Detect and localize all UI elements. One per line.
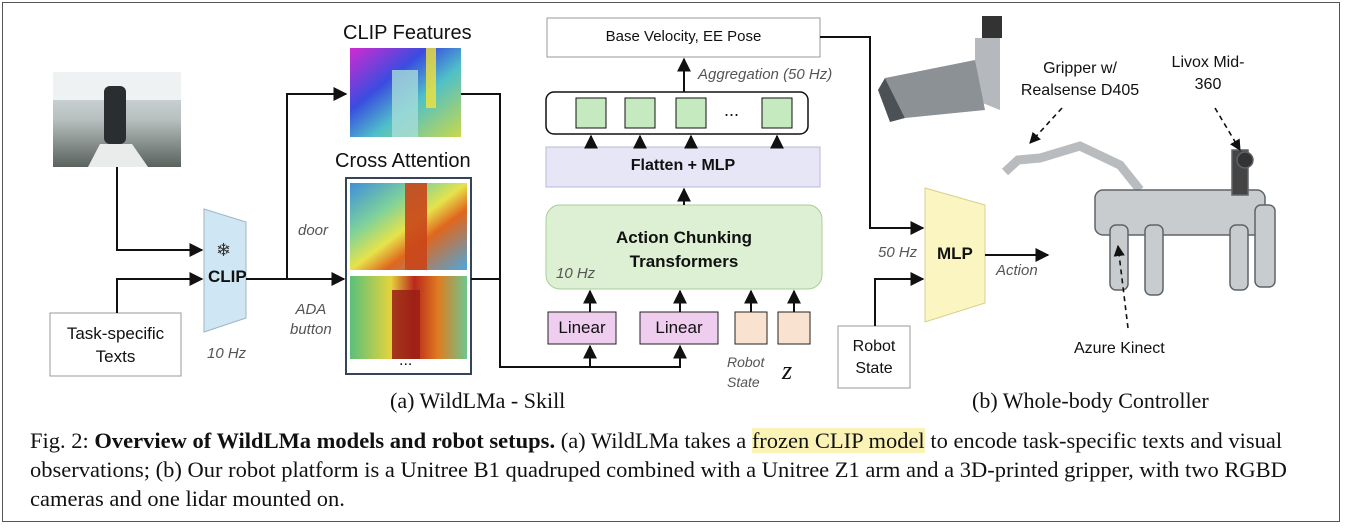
token-1 <box>575 97 607 129</box>
linear-label-1: Linear <box>558 318 606 337</box>
clip-label: CLIP <box>208 267 247 286</box>
cross-attention-title: Cross Attention <box>335 150 471 172</box>
robot-image <box>1001 141 1276 296</box>
token-4 <box>761 97 793 129</box>
camera-image <box>53 72 181 167</box>
robot-state-label: Robot State <box>852 338 896 377</box>
task-texts-label: Task-specific Texts <box>66 324 165 366</box>
word-door: door <box>298 222 329 239</box>
task-texts-box <box>49 312 182 377</box>
tokens-ellipsis: ... <box>724 100 740 120</box>
base-velocity-box <box>546 17 821 58</box>
state-box-2 <box>777 311 811 345</box>
clip-features-title: CLIP Features <box>343 22 472 44</box>
word-ada-button: ADA button <box>290 301 332 338</box>
flatten-mlp-box <box>545 146 821 188</box>
token-2 <box>624 97 656 129</box>
linear-box-2 <box>639 311 719 345</box>
subcaption-a: (a) WildLMa - Skill <box>390 388 566 413</box>
gripper-label: Gripper w/ Realsense D405 <box>1020 60 1140 99</box>
livox-label: Livox Mid- 360 <box>1171 54 1245 93</box>
caption-highlight: frozen CLIP model <box>751 428 925 453</box>
subcaption-b: (b) Whole-body Controller <box>972 388 1209 413</box>
flatten-mlp-label: Flatten + MLP <box>630 157 736 174</box>
caption-bold: Overview of WildLMa models and robot set… <box>94 428 556 453</box>
token-3 <box>675 97 707 129</box>
figure-caption: Fig. 2: Overview of WildLMa models and r… <box>30 426 1320 513</box>
mlp-label: MLP <box>937 244 973 263</box>
act-rate: 10 Hz <box>556 265 596 282</box>
caption-part2: to encode task-specific texts and visual… <box>30 428 1287 511</box>
caption-prefix: Fig. 2: <box>30 428 95 453</box>
attention-ellipsis: ... <box>399 352 413 369</box>
snowflake-icon: ❄ <box>216 240 232 260</box>
base-velocity-label: Base Velocity, EE Pose <box>605 28 762 45</box>
clip-encoder <box>203 208 247 333</box>
z-symbol: z <box>782 356 793 385</box>
mlp-controller <box>924 187 986 323</box>
robot-state-italic: Robot State <box>727 354 765 390</box>
cross-attention-panel <box>345 177 472 375</box>
linear-box-1 <box>547 311 617 345</box>
clip-rate: 10 Hz <box>207 345 247 362</box>
aggregation-label: Aggregation (50 Hz) <box>698 66 833 83</box>
act-label: Action Chunking Transformers <box>616 228 752 271</box>
action-label: Action <box>996 262 1038 279</box>
gripper-image <box>878 16 1002 122</box>
azure-label: Azure Kinect <box>1074 340 1165 357</box>
connector-lines <box>116 36 1050 368</box>
rate-50hz: 50 Hz <box>878 244 918 261</box>
callout-lines <box>1029 107 1241 329</box>
state-box-1 <box>734 311 768 345</box>
caption-part1: (a) WildLMa takes a <box>555 428 752 453</box>
linear-label-2: Linear <box>655 318 703 337</box>
figure-frame <box>2 2 1340 522</box>
clip-features-image <box>350 48 461 137</box>
